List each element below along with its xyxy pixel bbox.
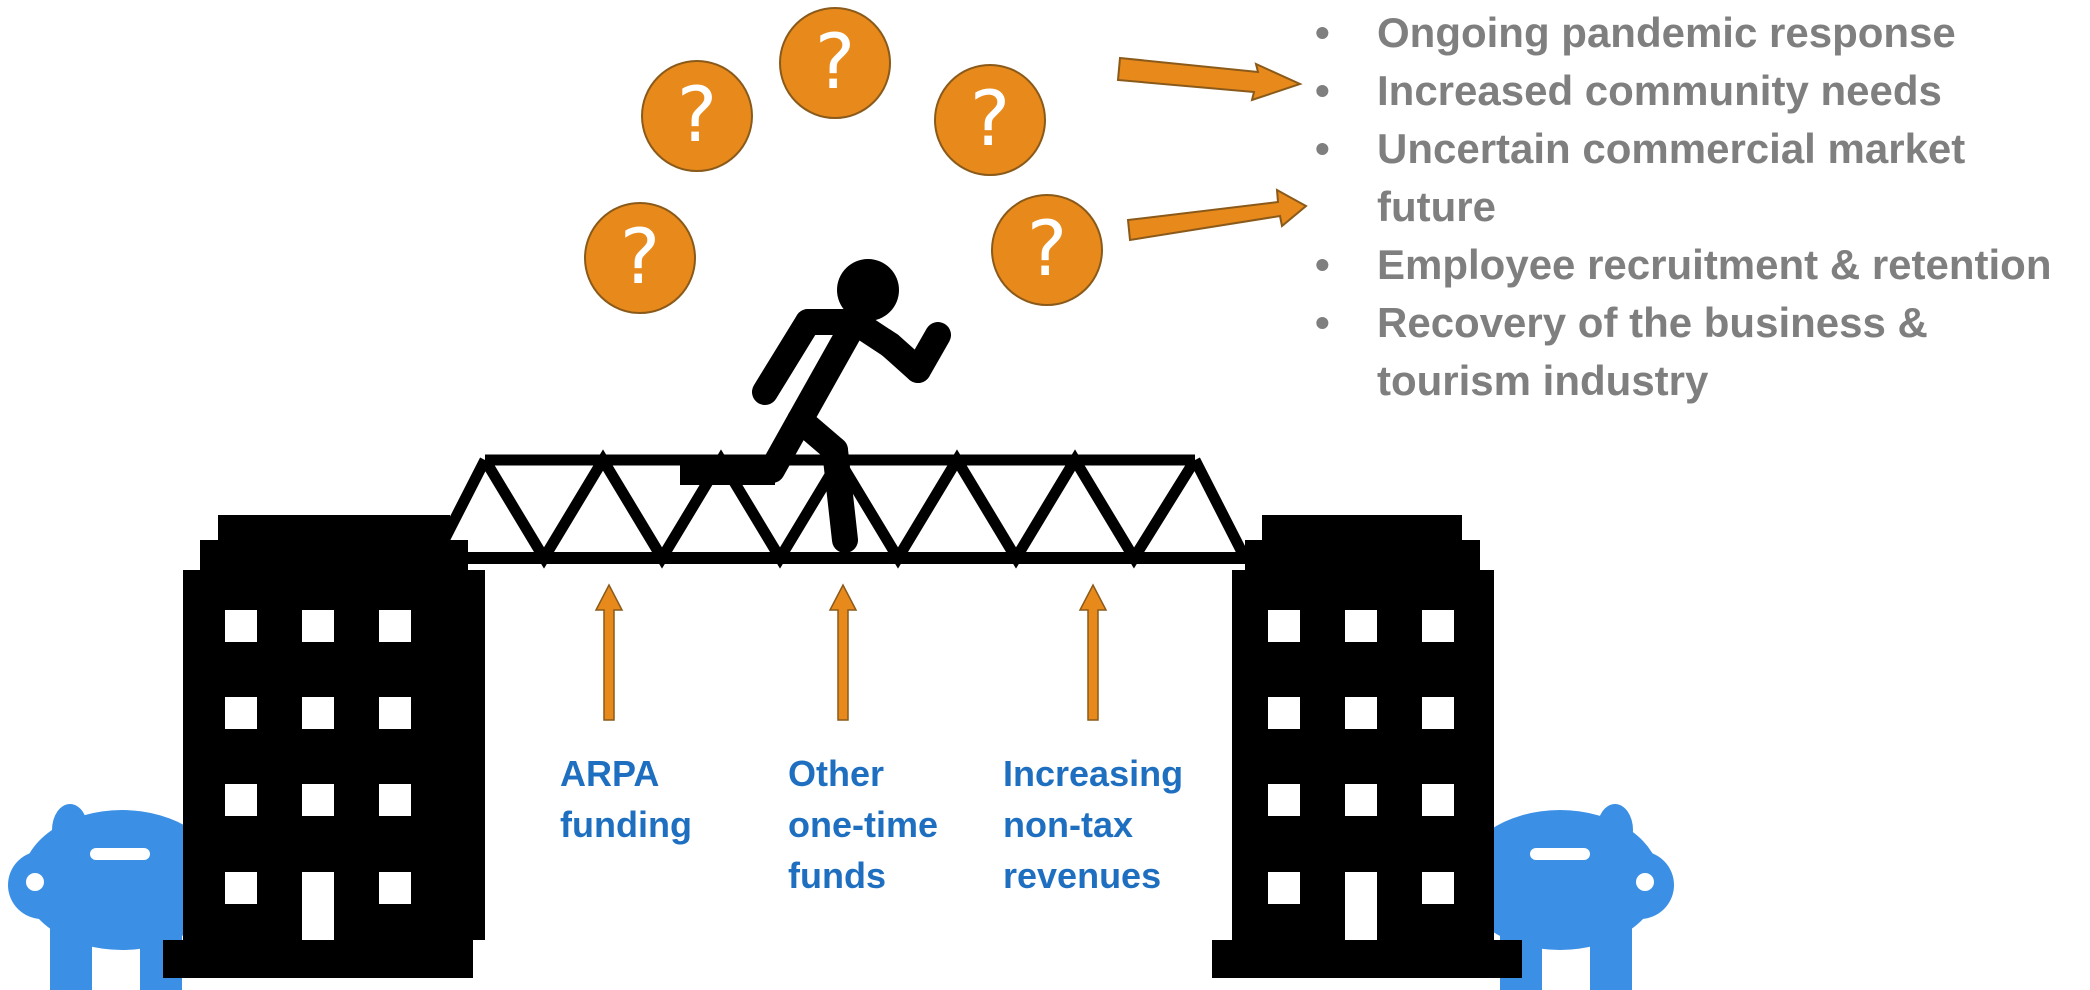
question-mark-icon: ? [641,60,753,172]
funding-source-line: funding [560,804,692,845]
arrow-icon [828,583,858,721]
challenge-item: Increased community needs [1305,62,2085,120]
office-building-icon [163,515,485,978]
question-mark: ? [677,70,717,159]
question-mark-icon: ? [934,64,1046,176]
funding-source-line: Other [788,753,885,794]
funding-source-line: Increasing [1003,753,1184,794]
challenge-item: Ongoing pandemic response [1305,4,2085,62]
challenges-list: Ongoing pandemic response Increased comm… [1305,4,2085,410]
challenge-item: Employee recruitment & retention [1305,236,2085,294]
challenge-item: Uncertain commercial market future [1305,120,2085,236]
question-mark: ? [815,17,855,106]
question-mark-icon: ? [991,194,1103,306]
funding-source-label: Increasing non-tax revenues [1003,748,1183,901]
funding-source-label: ARPA funding [560,748,692,850]
question-mark: ? [620,212,660,301]
funding-source-label: Other one-time funds [788,748,938,901]
arrow-icon [1116,56,1303,102]
funding-source-line: revenues [1003,855,1162,896]
arrow-icon [1126,188,1308,242]
challenge-item: Recovery of the business & tourism indus… [1305,294,2085,410]
arrow-icon [1078,583,1108,721]
arrow-icon [594,583,624,721]
funding-source-line: one-time [788,804,939,845]
office-building-icon [1212,515,1522,978]
question-mark: ? [1027,204,1067,293]
funding-source-line: non-tax [1003,804,1133,845]
piggy-bank-icon [8,804,222,990]
piggy-bank-icon [1460,804,1674,990]
question-marks: ? ? ? ? ? [584,7,1103,314]
funding-source-line: ARPA [560,753,660,794]
question-mark: ? [970,74,1010,163]
question-mark-icon: ? [584,202,696,314]
question-mark-icon: ? [779,7,891,119]
funding-source-line: funds [788,855,886,896]
running-person-icon [680,259,951,553]
